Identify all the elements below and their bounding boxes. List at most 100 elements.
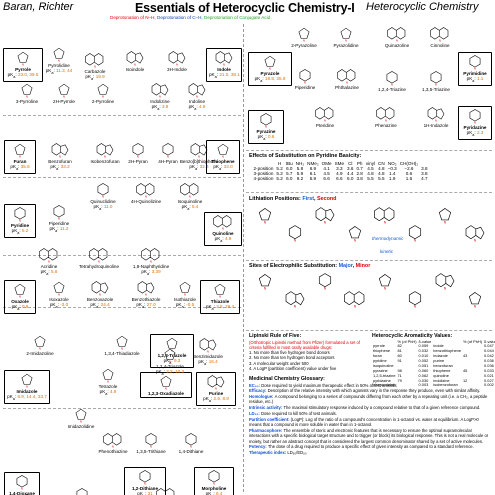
svg-text:N: N <box>19 155 21 158</box>
structure-icon: N <box>376 107 395 122</box>
pka-value: pKa: 0.6 <box>257 134 275 142</box>
section-divider <box>3 307 241 308</box>
pka-value: pKa: 33.2 <box>50 164 70 172</box>
table-cell: 1.6 <box>405 176 413 181</box>
molecule-name: 1,8-Naphthyridine <box>132 264 170 269</box>
table-cell: 5.5 <box>378 176 385 181</box>
molecule-name: 2H-Pyran <box>128 159 148 164</box>
svg-text:N: N <box>384 221 387 224</box>
table-cell: 2.8 <box>356 171 363 176</box>
table-cell: 6.9 <box>309 166 317 171</box>
table-cell: 5.5 <box>367 176 374 181</box>
molecule-name: Indole <box>217 67 231 72</box>
structure-icon: N <box>374 207 395 224</box>
lipinski-rule: 1. No more than five hydrogen bond donor… <box>249 350 330 355</box>
pka-value: pKa: 21.0, 38.1 <box>209 72 240 80</box>
structure-icon: N <box>299 69 311 84</box>
table-cell: 4.5 <box>323 171 330 176</box>
pka-value: pKa: -3.0 <box>49 302 69 310</box>
svg-text:N: N <box>26 385 28 388</box>
section-divider <box>3 408 241 409</box>
pka-value: pKa: 11.0 <box>93 204 113 212</box>
molecule-name: 1,2,3-Oxadiazole <box>147 391 184 396</box>
table-cell: 5.8 <box>296 166 304 171</box>
table-cell: 0.003 <box>418 382 429 388</box>
structure-icon: N <box>315 207 335 224</box>
svg-text:N: N <box>102 195 104 198</box>
structure-icon: N <box>260 113 272 128</box>
molecule-name: Pyridazine <box>463 125 487 130</box>
structure-icon: N <box>137 281 155 296</box>
table-cell: 6.6 <box>323 176 330 181</box>
structure-icon: N <box>340 27 352 42</box>
structure-icon: N <box>258 208 272 224</box>
molecule-name: Pyrazine <box>256 129 276 134</box>
structure-icon: N <box>76 488 88 495</box>
table-cell: 5.7 <box>286 171 293 176</box>
column-header: OMe <box>321 161 332 166</box>
molecule-name: Thiophene <box>211 159 235 164</box>
molecule-name: Cinnoline <box>430 43 450 48</box>
molecule-name: Isothiazole <box>174 297 196 302</box>
table-cell: thiophene <box>433 367 451 373</box>
svg-text:N: N <box>104 155 106 158</box>
table-cell: 4.8 <box>367 171 374 176</box>
molecule-name: Benzimidazole <box>193 354 223 359</box>
table-cell: 4.7 <box>421 176 428 181</box>
section-divider <box>246 150 492 151</box>
glossary-definition: The ensemble of steric and electronic fe… <box>249 428 489 444</box>
electrophilic-label: Sites of Electrophilic Substitution: <box>249 263 338 269</box>
svg-text:N: N <box>294 239 297 242</box>
aromaticity-title: Heterocyclic Aromaticity Values: <box>372 333 453 339</box>
structure-icon: N <box>408 225 422 242</box>
svg-text:N: N <box>269 67 271 70</box>
molecule-name: Tetrazole <box>98 384 118 389</box>
molecule-name: Acridine <box>40 264 58 269</box>
structure-icon: N <box>288 225 302 242</box>
pka-value: pKa: 35.6 <box>10 164 30 172</box>
molecule-name: Pyrrole <box>15 67 31 72</box>
pka-value: pKa: 1.1 <box>466 76 484 84</box>
header-authors: Baran, Richter <box>3 1 74 13</box>
svg-text:N: N <box>145 195 147 198</box>
svg-text:N: N <box>264 221 267 224</box>
subtitle-legend: Deprotonation of N–H, Deprotonation of C… <box>110 15 270 20</box>
lipinski-intro: (Orthotropic Lipinski method from Pfizer… <box>249 339 361 350</box>
svg-text:N: N <box>19 219 21 222</box>
svg-text:N: N <box>474 305 477 308</box>
svg-text:N: N <box>474 239 477 242</box>
table-cell: benzofuran <box>433 362 453 368</box>
molecule-name: Tetrahydroquinoline <box>78 264 120 269</box>
table-cell: 0.042 <box>484 353 494 359</box>
table-cell: purine <box>433 358 445 363</box>
molecule-name: Quinuclidine <box>90 199 116 204</box>
molecule-name: Benzothiazole <box>131 297 161 302</box>
table-cell: 5.9 <box>309 176 317 181</box>
pka-value: pKa: 16.4 <box>198 359 218 367</box>
svg-text:N: N <box>396 39 398 42</box>
structure-icon: N <box>53 47 65 62</box>
table-cell: 6.6 <box>336 176 343 181</box>
svg-text:N: N <box>474 121 476 124</box>
column-header: Ph <box>356 161 363 166</box>
molecule-name: Furan <box>13 159 27 164</box>
structure-icon: N <box>386 71 398 86</box>
table-cell: 0.044 <box>484 348 494 354</box>
table-cell: pyridazine <box>373 377 391 383</box>
